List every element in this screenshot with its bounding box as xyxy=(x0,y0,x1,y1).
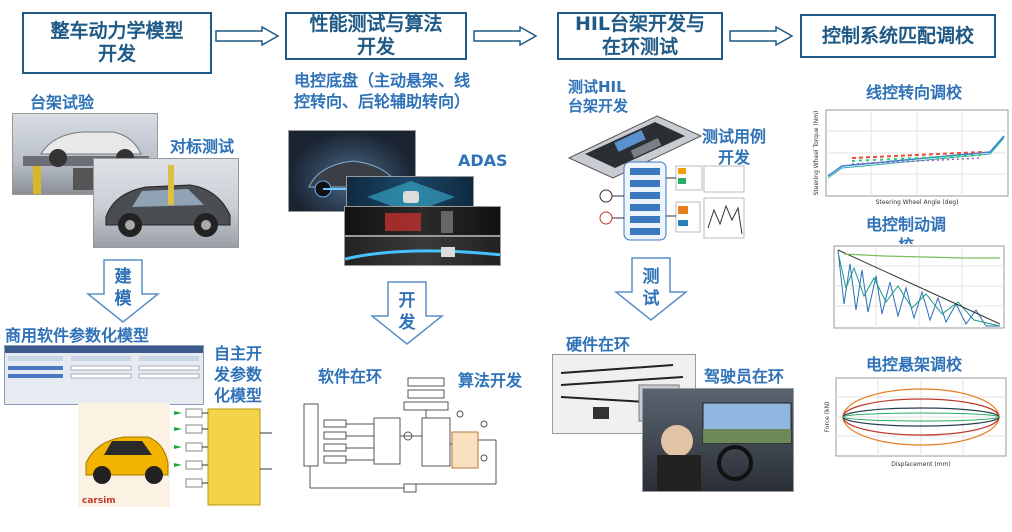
down-arrow-development-text: 开 发 xyxy=(398,291,416,333)
hardware-in-loop-label: 硬件在环 xyxy=(566,335,631,354)
brake-tuning-label: 电控制动调 校 xyxy=(866,215,947,244)
down-arrow-development xyxy=(370,280,444,346)
steer-by-wire-chart: Steering Wheel Angle (deg) Steering Whee… xyxy=(812,106,1012,206)
suspension-tuning-chart: Displacement (mm) Force (kN) xyxy=(822,374,1010,470)
down-arrow-testing xyxy=(614,256,688,322)
driver-in-loop-photo xyxy=(642,388,794,492)
hil-bench-photo xyxy=(565,112,705,182)
stage-box-hil: HIL台架开发与 在环测试 xyxy=(557,12,723,60)
adas-label: ADAS xyxy=(458,151,508,170)
steer-by-wire-label: 线控转向调校 xyxy=(866,83,963,102)
steer-chart-ylabel: Steering Wheel Torque (Nm) xyxy=(813,111,820,196)
commercial-model-label: 商用软件参数化模型 xyxy=(5,326,150,345)
steer-chart-xlabel: Steering Wheel Angle (deg) xyxy=(876,199,959,206)
carsim-logo: carsim xyxy=(82,496,116,506)
flow-arrow-3 xyxy=(728,26,796,46)
stage-box-control-tuning: 控制系统匹配调校 xyxy=(800,14,996,58)
adas-photo-3 xyxy=(344,236,501,266)
flow-arrow-1 xyxy=(214,26,282,46)
algorithm-dev-label: 算法开发 xyxy=(458,371,523,390)
stage-box-performance-test: 性能测试与算法 开发 xyxy=(285,12,467,60)
in-house-model-label: 自主开 发参数 化模型 xyxy=(214,344,263,405)
test-case-dev-label: 测试用例 开发 xyxy=(702,127,767,167)
bench-test-label: 台架试验 xyxy=(30,93,95,112)
hil-architecture-diagram xyxy=(596,158,760,244)
driver-in-loop-label: 驾驶员在环 xyxy=(704,367,785,386)
carsim-screenshot xyxy=(4,345,204,405)
suspension-tuning-label: 电控悬架调校 xyxy=(866,355,963,374)
simulink-sil-diagram xyxy=(300,374,512,498)
benchmark-test-photo xyxy=(93,158,239,248)
stage-box-vehicle-dynamics: 整车动力学模型 开发 xyxy=(22,12,212,74)
benchmark-test-label: 对标测试 xyxy=(170,137,235,156)
susp-chart-ylabel: Force (kN) xyxy=(824,402,831,433)
down-arrow-modeling xyxy=(86,258,160,324)
hil-bench-dev-label: 测试HIL 台架开发 xyxy=(568,78,629,115)
adas-photo-2 xyxy=(344,206,501,236)
simulink-vehicle-model: carsim xyxy=(78,403,274,515)
flow-arrow-2 xyxy=(472,26,540,46)
down-arrow-testing-text: 测 试 xyxy=(642,267,660,309)
brake-tuning-chart xyxy=(824,244,1006,336)
sil-label: 软件在环 xyxy=(318,367,383,386)
down-arrow-modeling-text: 建 模 xyxy=(114,267,132,309)
chassis-title: 电控底盘（主动悬架、线 控转向、后轮辅助转向） xyxy=(294,71,471,111)
susp-chart-xlabel: Displacement (mm) xyxy=(891,461,951,468)
